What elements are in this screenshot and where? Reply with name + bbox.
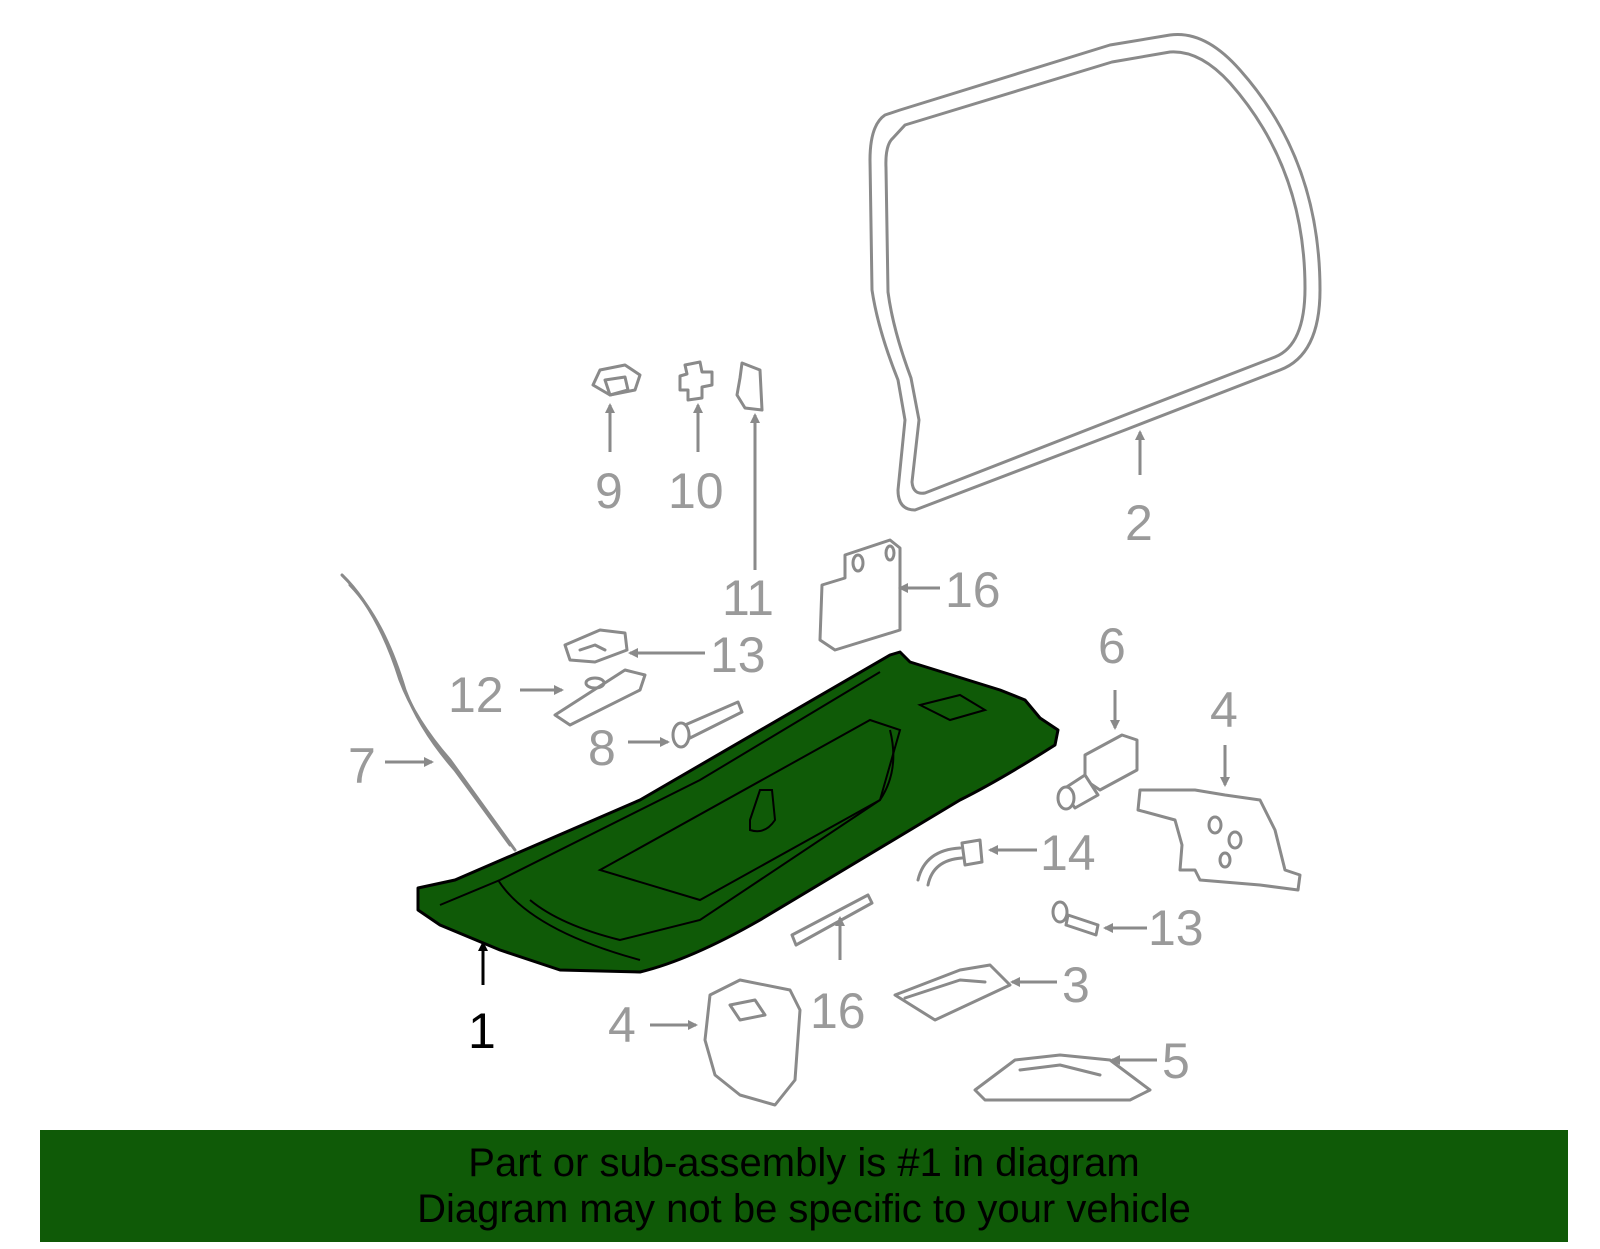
part-2-weatherstrip xyxy=(868,32,1322,512)
callout-label: 10 xyxy=(668,463,724,519)
callout-label: 9 xyxy=(595,463,623,519)
callout-label: 2 xyxy=(1125,495,1153,551)
callout-label: 12 xyxy=(448,667,504,723)
parts-diagram: 2 9 10 11 16 13 12 8 7 6 4 14 13 16 3 4 … xyxy=(340,32,1322,1107)
part-3-bracket xyxy=(893,963,1012,1022)
part-14-screw xyxy=(1051,900,1100,937)
part-17-strip xyxy=(790,893,874,947)
callout-label: 4 xyxy=(1210,682,1238,738)
part-15-cable xyxy=(916,838,984,887)
callout-label: 3 xyxy=(1062,957,1090,1013)
part-9-clip xyxy=(591,363,642,397)
callout-label: 7 xyxy=(348,738,376,794)
callout-label: 14 xyxy=(1040,825,1096,881)
callout-label: 11 xyxy=(722,570,774,626)
info-banner: Part or sub-assembly is #1 in diagram Di… xyxy=(40,1130,1568,1242)
part-13-bracket xyxy=(563,628,629,664)
callout-label: 8 xyxy=(588,720,616,776)
part-1-panel xyxy=(416,650,1060,974)
part-7-strip xyxy=(340,573,517,852)
callout-label: 13 xyxy=(710,627,766,683)
part-16-pad xyxy=(818,538,902,652)
part-4-bracket-left xyxy=(703,978,802,1107)
callout-label: 13 xyxy=(1148,900,1204,956)
callout-label-highlighted: 1 xyxy=(468,1003,496,1059)
callout-label: 4 xyxy=(608,997,636,1053)
banner-line-1: Part or sub-assembly is #1 in diagram xyxy=(468,1141,1140,1185)
part-4-bracket-right xyxy=(1136,788,1302,892)
banner-line-2: Diagram may not be specific to your vehi… xyxy=(417,1187,1191,1231)
callout-label: 6 xyxy=(1098,618,1126,674)
part-6-actuator xyxy=(1056,733,1139,811)
part-8-bolt xyxy=(671,700,744,749)
part-11-clip xyxy=(735,361,764,412)
callout-label: 16 xyxy=(810,983,866,1039)
part-12-hinge xyxy=(553,668,647,727)
part-10-clip xyxy=(678,360,714,402)
callout-label: 16 xyxy=(945,562,1001,618)
part-5-bracket xyxy=(973,1053,1152,1102)
callout-label: 5 xyxy=(1162,1033,1190,1089)
